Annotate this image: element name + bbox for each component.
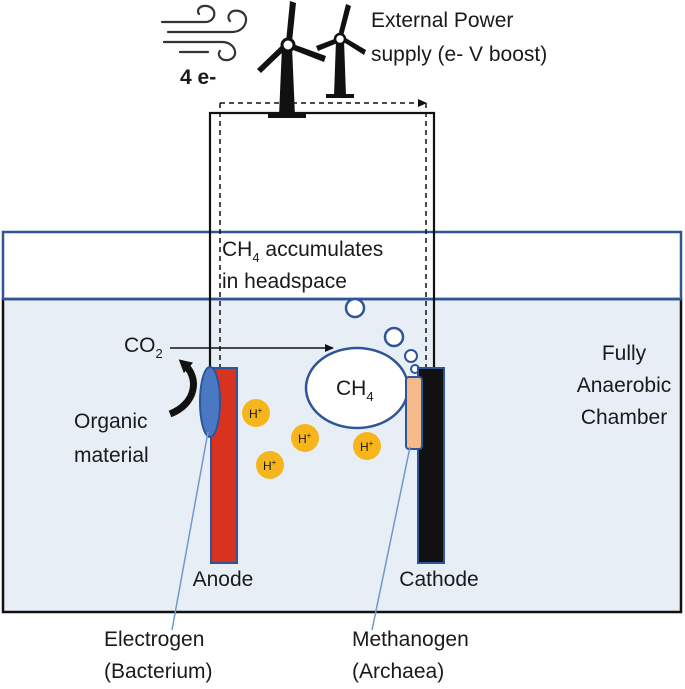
chamber-label-line3: Chamber — [581, 406, 667, 429]
chamber-label-line1: Fully — [602, 342, 647, 365]
gas-bubble — [344, 297, 366, 319]
electrogen-bacterium — [199, 366, 221, 438]
electrogen-label-line1: Electrogen — [104, 628, 204, 651]
electrogen-label-line2: (Bacterium) — [104, 660, 213, 683]
gas-bubble — [383, 326, 405, 348]
gas-bubble — [404, 349, 418, 363]
organic-label-line2: material — [74, 444, 149, 467]
headspace-box — [1, 230, 683, 301]
svg-text:H+: H+ — [298, 431, 312, 446]
svg-text:H+: H+ — [360, 439, 374, 454]
wind-turbine-icon — [257, 1, 326, 118]
svg-text:H+: H+ — [249, 406, 263, 421]
chamber-label-line2: Anaerobic — [577, 374, 672, 397]
wind-turbine-icon — [316, 4, 366, 98]
methanogen-archaea — [405, 376, 423, 450]
power-supply-label-line2: supply (e- V boost) — [371, 43, 547, 66]
organic-label-line1: Organic — [74, 410, 148, 433]
methanogen-label-line1: Methanogen — [352, 628, 469, 651]
proton: H+ — [256, 451, 284, 479]
co2-label: CO2 — [124, 334, 163, 361]
headspace-label-line2: in headspace — [222, 270, 347, 293]
proton: H+ — [353, 432, 381, 460]
svg-text:H+: H+ — [263, 458, 277, 473]
electrogen-pointer — [171, 431, 209, 631]
methanogen-label-line2: (Archaea) — [352, 660, 444, 683]
electron-count-label: 4 e- — [180, 66, 216, 89]
proton: H+ — [291, 424, 319, 452]
power-supply-label-line1: External Power — [371, 9, 513, 32]
organic-to-co2-arrow — [168, 359, 197, 418]
cathode-label: Cathode — [399, 568, 478, 591]
proton: H+ — [242, 399, 270, 427]
methanogen-pointer — [371, 446, 411, 631]
headspace-label-line1: CH4 accumulates — [222, 238, 383, 265]
circuit-wire — [208, 111, 436, 367]
methane-bubble-label: CH4 — [336, 377, 374, 404]
wind-icon — [160, 4, 248, 62]
anode-label: Anode — [193, 568, 254, 591]
